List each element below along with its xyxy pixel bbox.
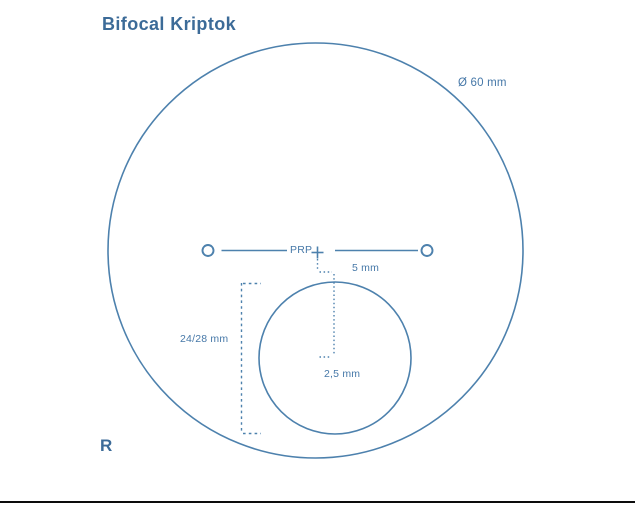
- datum-terminal-right-circle: [420, 244, 434, 257]
- datum-terminal-left-circle: [201, 244, 215, 257]
- lens-diameter-label: Ø 60 mm: [458, 77, 507, 89]
- prp-cross-icon: [311, 246, 324, 259]
- bottom-divider-rule: [0, 500, 635, 503]
- segment-circle: [258, 281, 412, 435]
- page-title: Bifocal Kriptok: [102, 14, 237, 34]
- segment-diameter-label: 24/28 mm: [180, 333, 229, 345]
- segment-offset-dotted-path: [316, 259, 335, 358]
- prp-label: PRP: [290, 244, 313, 256]
- lens-outline-circle: [107, 42, 524, 459]
- segment-drop-label: 5 mm: [352, 262, 380, 274]
- segment-inset-label: 2,5 mm: [324, 368, 361, 380]
- segment-diameter-dimension-bracket: [240, 282, 261, 435]
- right-eye-marker: R: [100, 436, 113, 455]
